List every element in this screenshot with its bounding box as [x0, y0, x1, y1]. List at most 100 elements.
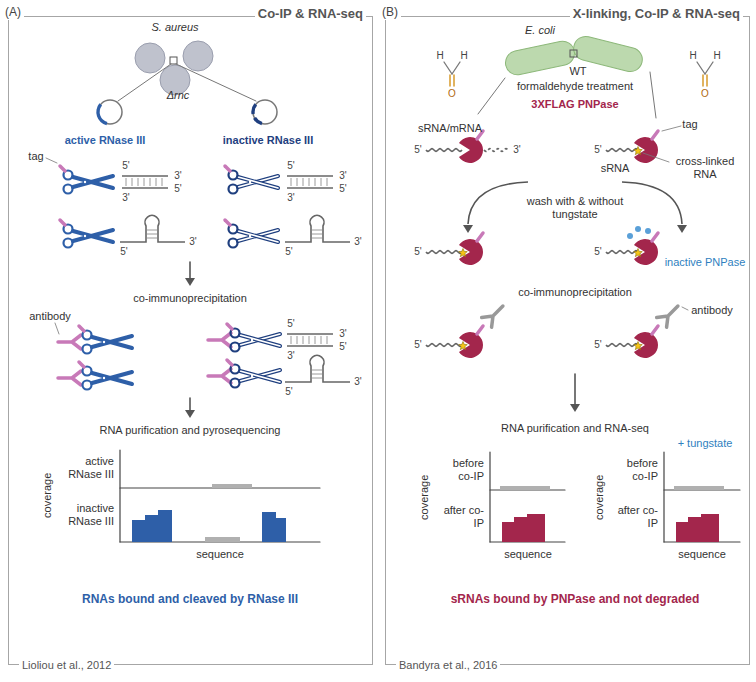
strand-end: 3': [354, 376, 361, 388]
strand-end: 3': [339, 170, 346, 182]
result-label: 3XFLAG PNPase: [531, 98, 618, 111]
chemical-bond: [706, 75, 708, 86]
base-pair: [312, 378, 322, 379]
strand-end: 5': [120, 246, 127, 258]
crosslink-star: [459, 249, 468, 257]
scissors-icon: [60, 166, 113, 194]
dsrna-icon: [122, 176, 168, 188]
base-pair: [297, 178, 298, 186]
result-label: RNAs bound and cleaved by RNase III: [82, 593, 298, 607]
base-pair: [327, 178, 328, 186]
rna-strand: [122, 175, 168, 177]
coverage-bar: [212, 484, 252, 488]
chart-axis: [119, 450, 120, 542]
annotation-label: before co-IP: [442, 457, 484, 482]
annotation-label: co-immunoprecipitation: [133, 292, 247, 305]
rna-strand: [120, 215, 185, 242]
annotation-label: sequence: [678, 548, 726, 561]
base-pair: [312, 238, 322, 239]
scissors-handle: [231, 379, 240, 388]
base-pair: [312, 230, 322, 231]
antibody-icon: [208, 333, 231, 347]
scissors-blade: [92, 372, 132, 383]
scissors-blade-inner: [240, 371, 280, 382]
pnpase-icon: [459, 137, 483, 163]
strand-end: 5': [414, 339, 421, 351]
scissors-pivot: [103, 341, 105, 343]
zoom-square: [570, 50, 577, 57]
strand-end: 5': [285, 246, 292, 258]
crosslink-star: [634, 147, 643, 155]
rna-strand: [285, 355, 350, 382]
step-arrow: [574, 374, 576, 406]
arrow-head: [463, 225, 473, 233]
scissors-pivot: [84, 181, 86, 183]
tungstate-dot: [627, 233, 633, 239]
scissors-blade: [240, 371, 280, 382]
panel-heading: X-linking, Co-IP & RNA-seq: [570, 7, 743, 22]
base-pair: [315, 178, 316, 186]
chemical-bond: [452, 62, 460, 74]
scissors-blade: [73, 177, 113, 188]
annotation-label: after co-IP: [616, 504, 658, 529]
strand-end: 5': [339, 183, 346, 195]
zoom-line: [118, 64, 171, 101]
base-pair: [147, 238, 157, 239]
annotation-label: cross-linked RNA: [670, 155, 740, 180]
scissors-blade: [240, 335, 280, 346]
scissors-blade-inner: [240, 334, 280, 345]
rnc-gene-arc: [253, 117, 262, 125]
strand-end: 5': [594, 339, 601, 351]
scissors-handle: [83, 345, 92, 354]
chemical-bond: [449, 75, 451, 86]
base-pair: [156, 178, 157, 186]
leader-line: [55, 323, 59, 334]
atom-symbol: O: [701, 88, 709, 100]
strand-end: 3': [174, 170, 181, 182]
scissors-icon: [227, 324, 280, 352]
scissors-blade-inner: [240, 370, 280, 381]
strand-end: 5': [174, 183, 181, 195]
scissors-pivot: [249, 181, 251, 183]
chart-axis: [663, 452, 664, 542]
base-pair: [327, 336, 328, 344]
tungstate-dot: [635, 226, 641, 232]
base-pair: [144, 178, 145, 186]
annotation-label: active RNase III: [58, 455, 114, 480]
pnpase-icon: [459, 239, 483, 265]
strand-end: 3': [354, 236, 361, 248]
annotation-label: RNA purification and RNA-seq: [501, 422, 649, 435]
antibody-icon: [58, 335, 81, 349]
bacterium-cell: [135, 43, 165, 73]
step-arrow: [189, 398, 191, 412]
scissors-handle: [229, 185, 238, 194]
chemical-bond: [702, 75, 704, 86]
coverage-bar: [276, 518, 286, 542]
flag-tag: [225, 166, 230, 171]
branch-arrow: [622, 182, 682, 224]
annotation-label: formaldehyde treatment: [517, 80, 633, 93]
bacterium-cell: [183, 41, 213, 71]
scissors-icon: [227, 360, 280, 388]
step-arrow: [189, 262, 191, 280]
strand-end: 5': [287, 318, 294, 330]
annotation-label: co-immunoprecipitation: [518, 286, 632, 299]
crosslink-star: [634, 249, 643, 257]
coverage-bar: [262, 512, 276, 542]
panel-frame: (A)Co-IP & RNA-seqLioliou et al., 2012: [8, 16, 373, 665]
strand-end: 5': [414, 144, 421, 156]
annotation-label: before co-IP: [616, 457, 658, 482]
crosslink-star: [634, 342, 643, 350]
rna-strand: [426, 251, 462, 254]
citation: Lioliou et al., 2012: [19, 659, 114, 672]
scissors-icon: [79, 362, 132, 390]
base-pair: [312, 234, 322, 235]
leader-line: [662, 126, 681, 131]
annotation-label: WT: [569, 65, 586, 78]
strand-end: 3': [122, 192, 129, 204]
rna-strand: [484, 149, 508, 152]
dsrna-icon: [287, 334, 333, 346]
base-pair: [291, 178, 292, 186]
strand-end: 5': [414, 246, 421, 258]
